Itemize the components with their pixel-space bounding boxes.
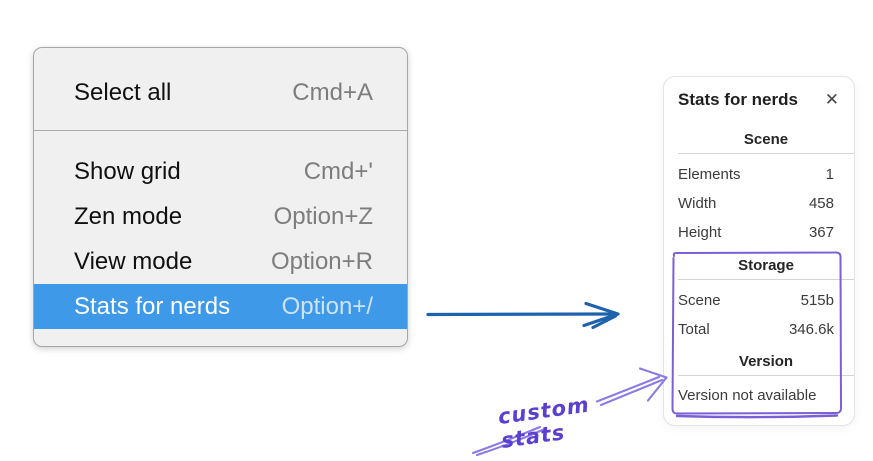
stat-value: 458 bbox=[808, 195, 834, 212]
scene-section: Scene Elements 1 Width 458 Height 367 bbox=[678, 129, 854, 247]
scene-section-header: Scene bbox=[678, 129, 854, 154]
context-menu: Select all Cmd+A Show grid Cmd+' Zen mod… bbox=[33, 47, 408, 347]
stat-row-width: Width 458 bbox=[678, 189, 854, 218]
version-section-header: Version bbox=[678, 351, 854, 376]
menu-item-zen-mode[interactable]: Zen mode Option+Z bbox=[34, 194, 407, 239]
stat-value: 515b bbox=[800, 292, 834, 309]
menu-item-stats-for-nerds[interactable]: Stats for nerds Option+/ bbox=[34, 284, 407, 329]
blue-arrow-icon bbox=[426, 301, 620, 330]
menu-item-label: Show grid bbox=[74, 157, 181, 185]
menu-item-label: Stats for nerds bbox=[74, 292, 231, 320]
stat-label: Height bbox=[678, 224, 722, 241]
stat-value: 1 bbox=[825, 166, 834, 183]
menu-item-show-grid[interactable]: Show grid Cmd+' bbox=[34, 149, 407, 194]
stat-row-elements: Elements 1 bbox=[678, 160, 854, 189]
annotation-arrow-icon bbox=[471, 367, 668, 457]
menu-item-view-mode[interactable]: View mode Option+R bbox=[34, 239, 407, 284]
menu-item-label: Select all bbox=[74, 78, 172, 106]
version-section: Version Version not available bbox=[678, 351, 854, 410]
stat-row-total-storage: Total 346.6k bbox=[678, 315, 854, 344]
stat-label: Scene bbox=[678, 292, 721, 309]
menu-item-shortcut: Cmd+A bbox=[292, 78, 373, 106]
stat-label: Elements bbox=[678, 166, 741, 183]
menu-item-shortcut: Option+/ bbox=[281, 292, 373, 320]
menu-item-label: Zen mode bbox=[74, 202, 183, 230]
stat-row-scene-storage: Scene 515b bbox=[678, 286, 854, 315]
scene-rows: Elements 1 Width 458 Height 367 bbox=[678, 160, 854, 247]
stat-value: 367 bbox=[808, 224, 834, 241]
menu-item-shortcut: Cmd+' bbox=[303, 157, 373, 185]
storage-section: Storage Scene 515b Total 346.6k bbox=[678, 255, 854, 344]
stat-value: 346.6k bbox=[788, 321, 834, 338]
stat-row-height: Height 367 bbox=[678, 218, 854, 247]
menu-item-shortcut: Option+Z bbox=[273, 202, 373, 230]
stat-label: Width bbox=[678, 195, 717, 212]
stats-panel-header: Stats for nerds ✕ bbox=[678, 87, 854, 113]
menu-item-select-all[interactable]: Select all Cmd+A bbox=[34, 70, 407, 115]
close-icon[interactable]: ✕ bbox=[824, 90, 839, 110]
context-menu-section-main: Show grid Cmd+' Zen mode Option+Z View m… bbox=[34, 131, 407, 329]
stats-panel-title: Stats for nerds bbox=[678, 90, 798, 109]
storage-section-header: Storage bbox=[678, 255, 854, 280]
storage-rows: Scene 515b Total 346.6k bbox=[678, 286, 854, 344]
stats-panel: Stats for nerds ✕ Scene Elements 1 Width… bbox=[663, 76, 855, 426]
custom-stats-label: custom stats bbox=[496, 392, 592, 453]
version-message: Version not available bbox=[678, 387, 817, 404]
context-menu-section-top: Select all Cmd+A bbox=[34, 48, 407, 131]
stat-label: Total bbox=[678, 321, 710, 338]
menu-item-label: View mode bbox=[74, 247, 193, 275]
menu-item-shortcut: Option+R bbox=[270, 247, 373, 275]
